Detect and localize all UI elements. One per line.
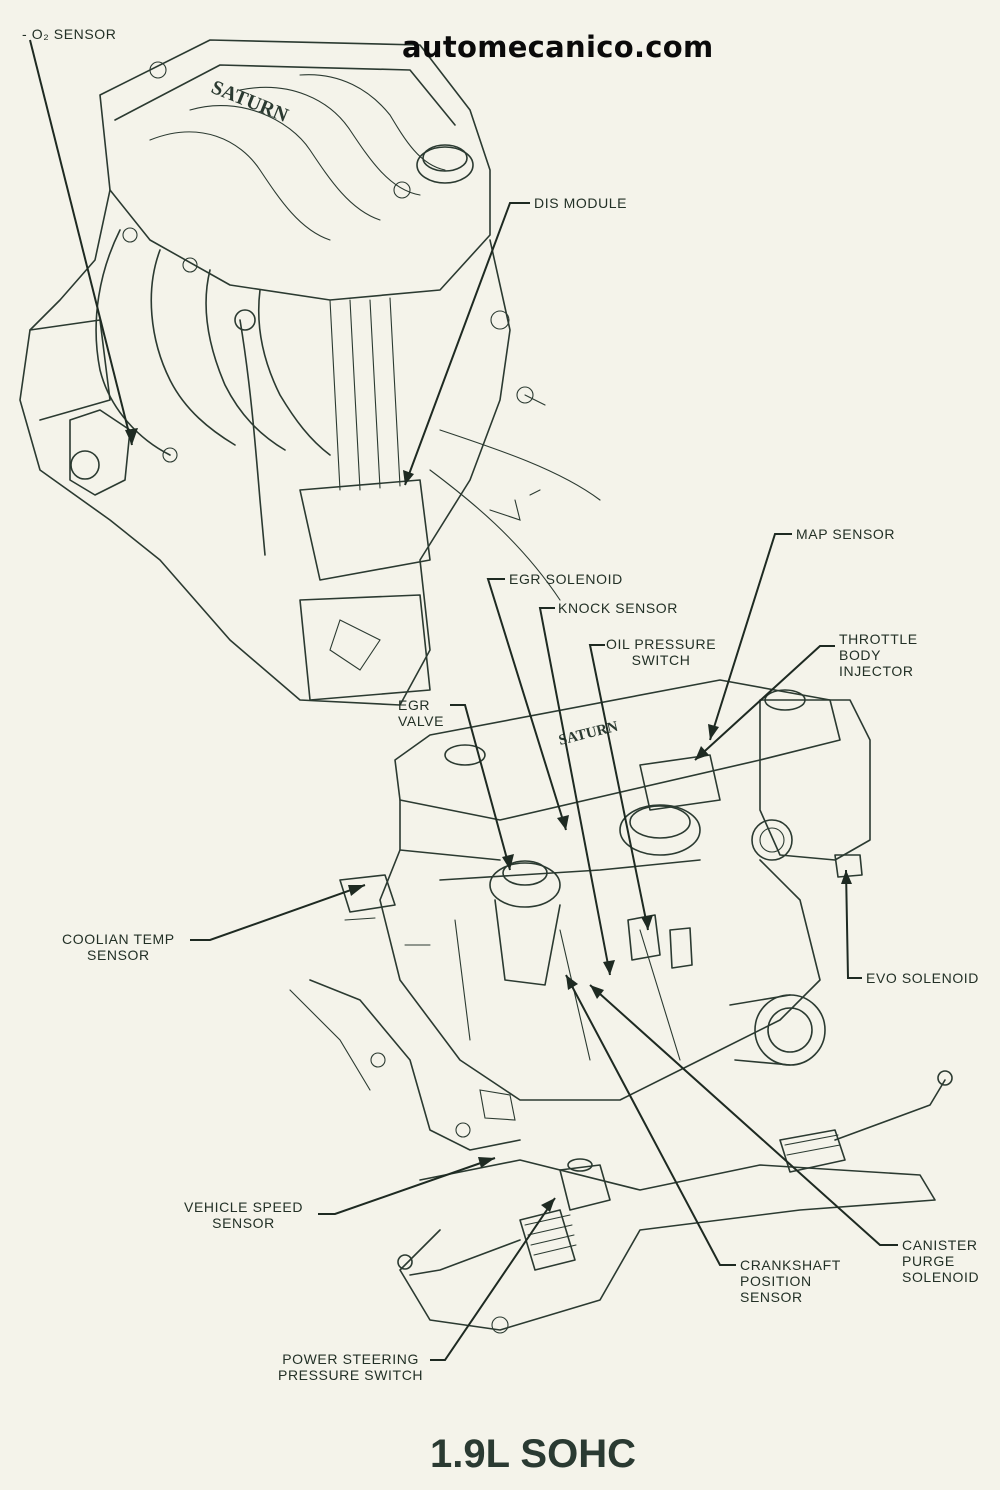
label-egr-solenoid: EGR SOLENOID bbox=[509, 571, 623, 587]
label-dis-module: DIS MODULE bbox=[534, 195, 628, 211]
diagram-caption: 1.9L SOHC bbox=[430, 1432, 636, 1476]
label-canister-purge-solenoid: CANISTER PURGE SOLENOID bbox=[902, 1237, 980, 1285]
label-o2-sensor: - O₂ SENSOR bbox=[22, 26, 117, 42]
label-evo-solenoid: EVO SOLENOID bbox=[866, 970, 980, 986]
label-map-sensor: MAP SENSOR bbox=[796, 526, 896, 542]
upper-engine: SATURN bbox=[19, 39, 601, 706]
leader-lines bbox=[29, 39, 898, 1361]
label-crankshaft-position-sensor: CRANKSHAFT POSITION SENSOR bbox=[740, 1257, 841, 1305]
label-knock-sensor: KNOCK SENSOR bbox=[558, 600, 678, 616]
label-coolant-temp-sensor: COOLIAN TEMP SENSOR bbox=[62, 931, 175, 963]
label-throttle-body-injector: THROTTLE BODY INJECTOR bbox=[839, 631, 918, 679]
label-oil-pressure-switch: OIL PRESSURE SWITCH bbox=[606, 636, 717, 668]
label-vehicle-speed-sensor: VEHICLE SPEED SENSOR bbox=[184, 1199, 304, 1231]
label-egr-valve: EGR VALVE bbox=[398, 697, 445, 729]
site-watermark: automecanico.com bbox=[402, 30, 714, 64]
lower-engine: SATURN bbox=[289, 679, 953, 1334]
engine-cover-logo: SATURN bbox=[208, 76, 292, 127]
label-power-steering-pressure-switch: POWER STEERING PRESSURE SWITCH bbox=[278, 1351, 424, 1383]
